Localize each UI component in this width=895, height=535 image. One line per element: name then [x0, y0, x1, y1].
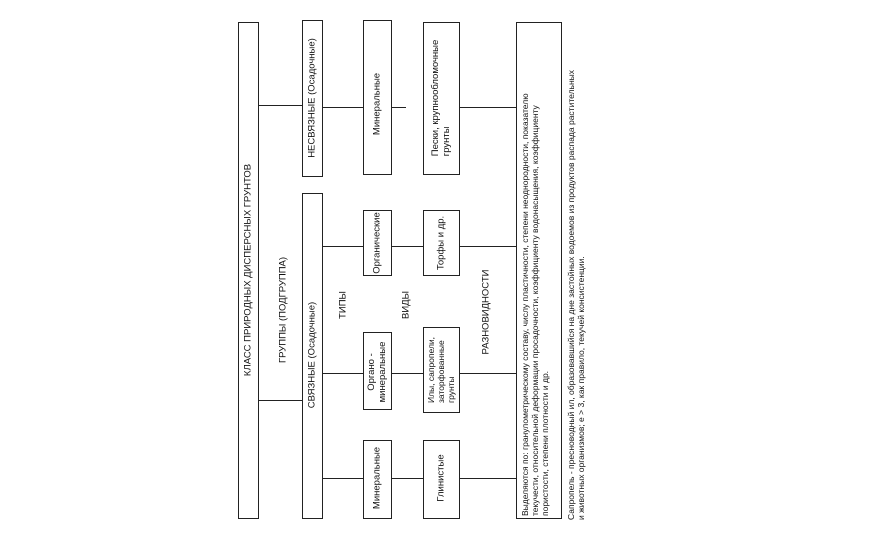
types-label: ТИПЫ [337, 291, 349, 319]
group-noncohesive-box [302, 20, 323, 177]
kind-sands-box [423, 22, 460, 175]
connector [392, 246, 423, 247]
varieties-text: Выделяются по: гранулометрическому соста… [520, 93, 550, 516]
type-mineral-1-box [363, 440, 392, 519]
connector [323, 107, 363, 108]
group-cohesive-label: СВЯЗНЫЕ (Осадочные) [306, 301, 318, 409]
type-mineral-2-label: Минеральные [371, 72, 383, 136]
connector [259, 105, 302, 106]
kind-peat-box [423, 210, 460, 276]
kind-clay-label: Глинистые [435, 454, 447, 502]
type-organic-label: Органические [371, 212, 383, 274]
kind-sands-label: Пески, крупнообломочные грунты [430, 39, 452, 157]
kind-peat-label: Торфы и др. [435, 215, 447, 271]
groups-label: ГРУППЫ (ПОДГРУППА) [277, 256, 289, 364]
class-title: КЛАСС ПРИРОДНЫХ ДИСПЕРСНЫХ ГРУНТОВ [242, 163, 254, 377]
type-organomineral-box [363, 332, 392, 410]
varieties-box [516, 22, 562, 519]
connector [392, 373, 423, 374]
footnote: Сапропель - пресноводный ил, образовавши… [566, 69, 586, 520]
connector [323, 246, 363, 247]
class-box [238, 22, 259, 519]
kind-clay-box [423, 440, 460, 519]
kind-silts-label: Илы, сапропели, заторфованные грунты [426, 336, 456, 404]
varieties-label: РАЗНОВИДНОСТИ [480, 269, 492, 355]
type-organomineral-label: Органо - минеральные [366, 341, 388, 403]
connector [460, 107, 516, 108]
kinds-label: ВИДЫ [400, 290, 412, 320]
connector [392, 478, 423, 479]
connector [460, 478, 516, 479]
connector [460, 246, 516, 247]
type-organic-box [363, 210, 392, 276]
connector [323, 478, 363, 479]
connector [460, 373, 516, 374]
group-noncohesive-label: НЕСВЯЗНЫЕ (Осадочные) [306, 38, 318, 158]
type-mineral-2-box [363, 20, 392, 175]
kind-silts-box [423, 327, 460, 413]
connector [323, 373, 363, 374]
group-cohesive-box [302, 193, 323, 519]
connector [392, 107, 406, 108]
type-mineral-1-label: Минеральные [371, 446, 383, 510]
connector [259, 400, 302, 401]
